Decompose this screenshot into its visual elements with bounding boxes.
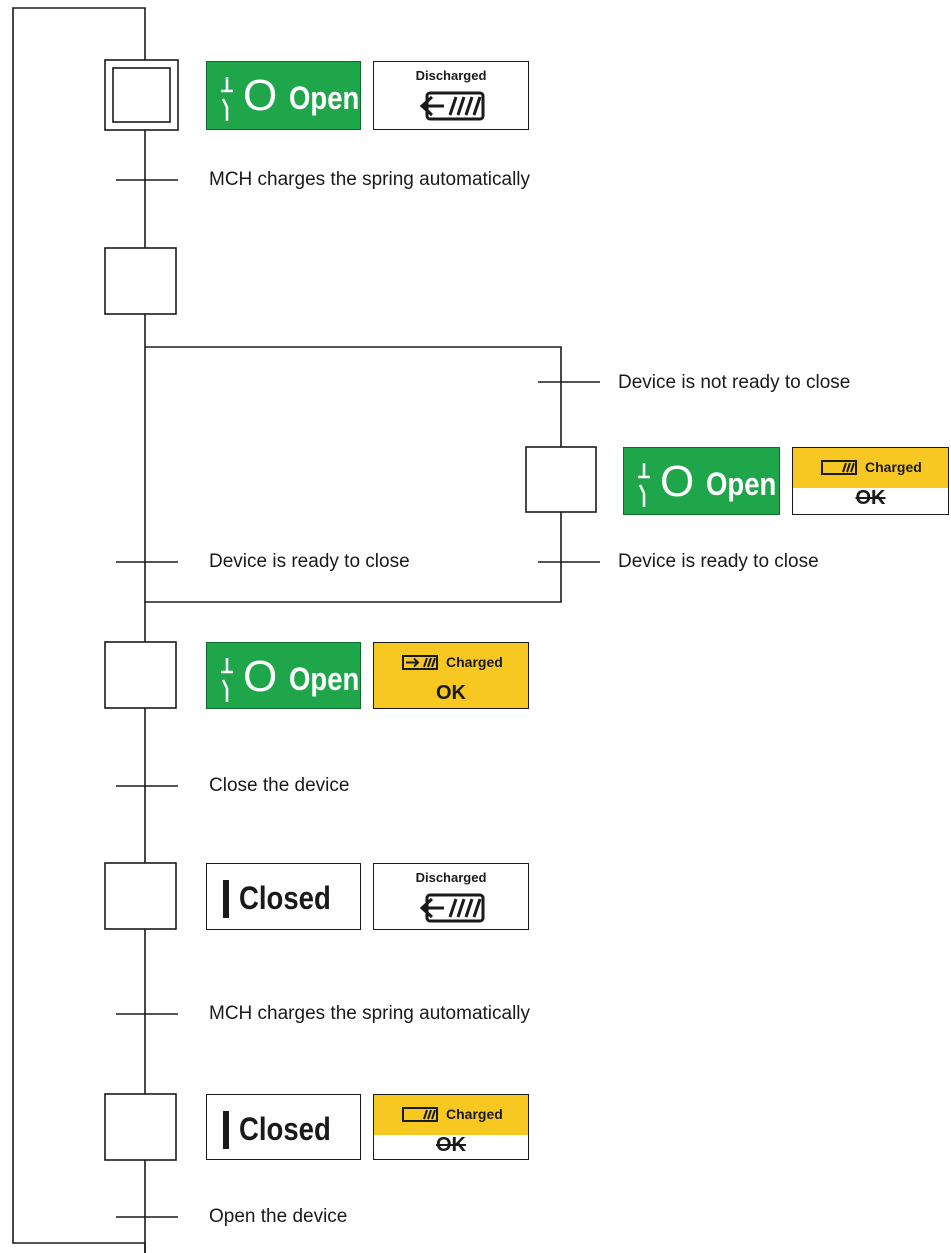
charged-band [374, 1095, 528, 1135]
spring-status-charged-not-ok-1: Charged OK [792, 447, 949, 515]
charged-label: Charged [446, 1106, 503, 1122]
ok-crossed-label: OK [436, 1134, 466, 1156]
discharged-label: Discharged [415, 68, 487, 83]
open-symbol: O [660, 457, 695, 506]
open-contact-icon [221, 77, 233, 121]
closed-label: Closed [239, 880, 331, 916]
closed-indicator-2: Closed [206, 1094, 361, 1160]
open-contact-icon [638, 463, 650, 507]
closed-bar-icon [223, 1111, 229, 1149]
spring-status-discharged-1: Discharged [373, 61, 529, 130]
open-indicator-2: O Open [623, 447, 780, 515]
open-label: Open [289, 661, 360, 697]
spring-status-discharged-2: Discharged [373, 863, 529, 930]
charged-band [793, 448, 948, 488]
open-symbol: O [243, 652, 278, 701]
step-5 [104, 1093, 177, 1161]
transition-label-4: Close the device [209, 775, 350, 796]
step-4 [104, 862, 177, 930]
charged-label: Charged [446, 654, 503, 670]
transition-label-6: Open the device [209, 1206, 348, 1227]
open-indicator-3: O Open [206, 642, 361, 709]
step-2 [104, 247, 177, 315]
initial-step-inner [112, 67, 171, 123]
open-indicator-1: O Open [206, 61, 361, 130]
spring-charged-ready-icon [402, 655, 438, 670]
spring-discharged-icon [420, 91, 485, 121]
spring-discharged-icon [420, 893, 485, 923]
step-branch [525, 446, 597, 513]
transition-label-3-left: Device is ready to close [209, 551, 410, 572]
transition-label-2: Device is not ready to close [618, 372, 851, 393]
closed-indicator-1: Closed [206, 863, 361, 930]
ok-label: OK [436, 682, 466, 704]
loop-return-line [12, 7, 146, 1253]
open-label: Open [706, 466, 777, 502]
discharged-label: Discharged [415, 870, 487, 885]
transition-label-5: MCH charges the spring automatically [209, 1003, 531, 1024]
open-contact-icon [221, 658, 233, 702]
transition-label-3-right: Device is ready to close [618, 551, 819, 572]
ok-crossed-label: OK [855, 487, 886, 509]
step-3 [104, 641, 177, 709]
open-label: Open [289, 80, 360, 116]
open-symbol: O [243, 71, 278, 120]
spring-status-charged-not-ok-2: Charged OK [373, 1094, 529, 1160]
charged-label: Charged [865, 459, 922, 475]
spring-charged-icon [402, 1107, 438, 1122]
transition-label-1: MCH charges the spring automatically [209, 169, 531, 190]
spring-charged-icon [821, 460, 857, 475]
closed-bar-icon [223, 880, 229, 918]
closed-label: Closed [239, 1111, 331, 1147]
spring-status-charged-ok: Charged OK [373, 642, 529, 709]
